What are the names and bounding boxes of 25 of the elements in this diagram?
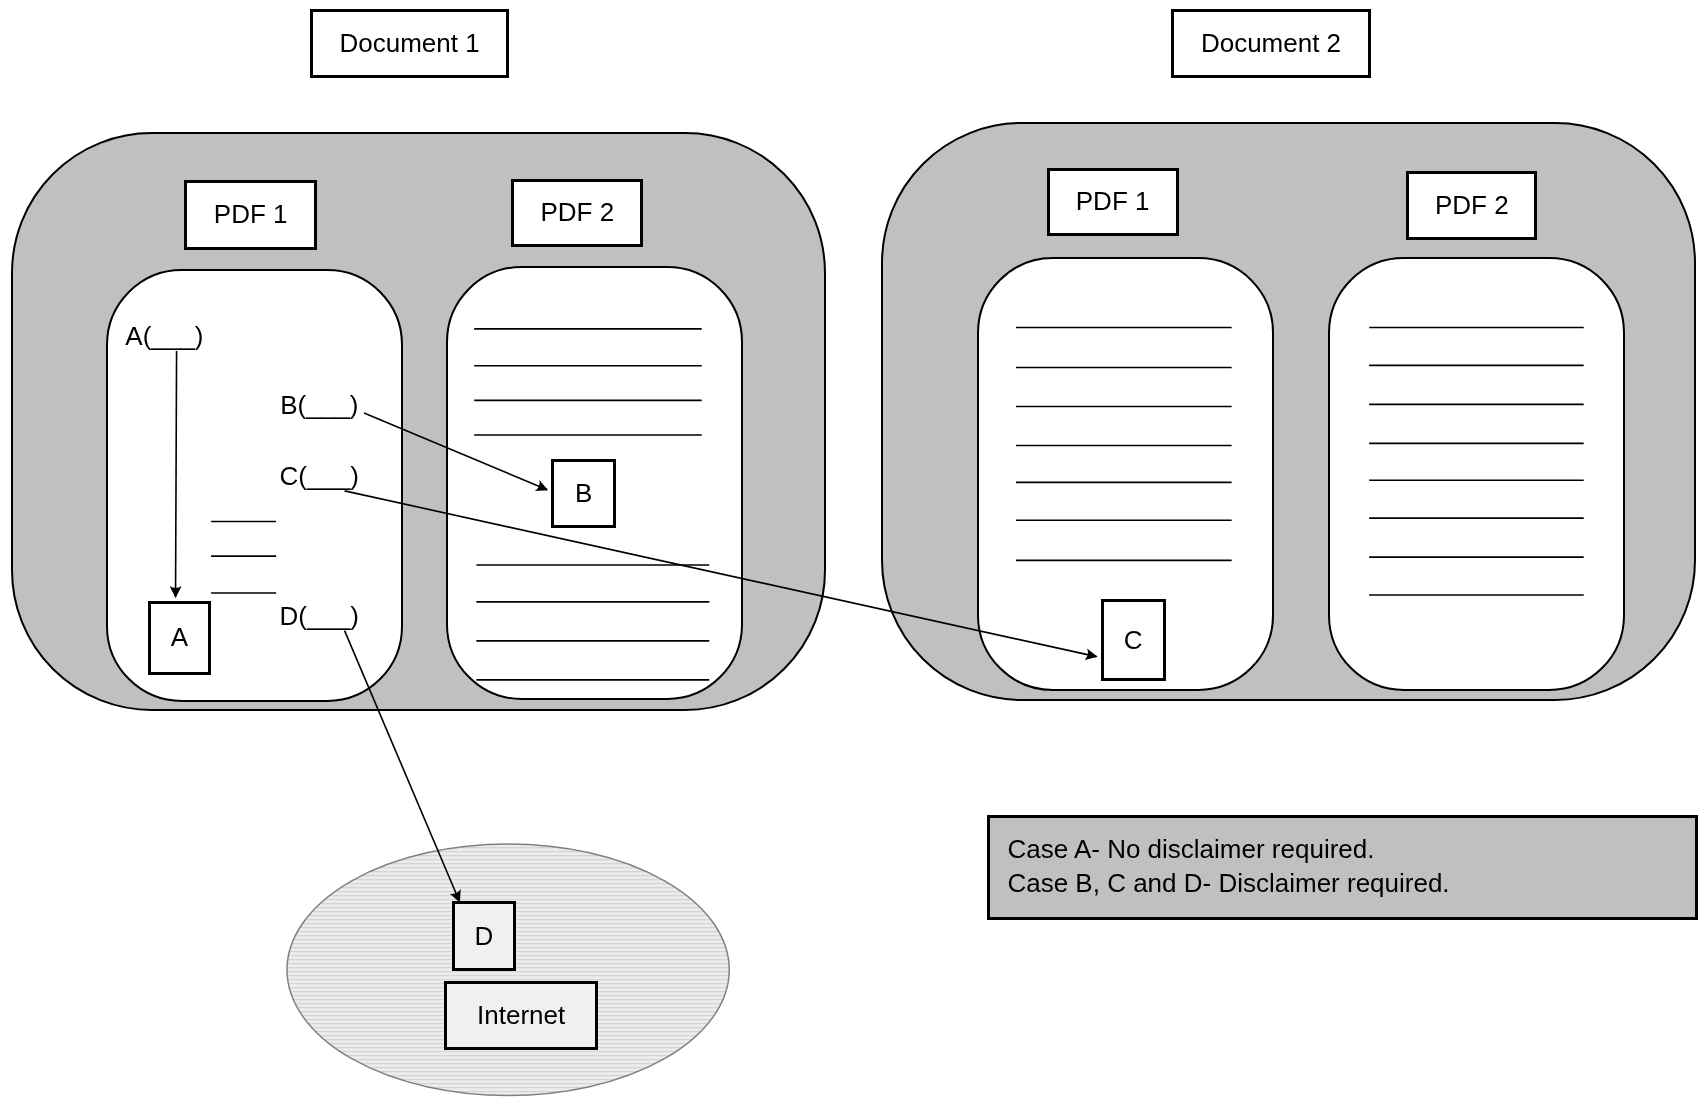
- note-text: Case A- No disclaimer required.: [1007, 832, 1375, 866]
- link-text: A(___): [116, 318, 212, 356]
- page-panel: [1328, 256, 1626, 692]
- link-text: C(___): [270, 458, 369, 495]
- page-panel: [106, 268, 403, 702]
- label-box: Document 1: [309, 8, 510, 78]
- label-box: PDF 2: [511, 178, 644, 247]
- document-panel: [880, 122, 1696, 702]
- label-box: Document 2: [1171, 8, 1371, 78]
- document-panel: [10, 132, 826, 711]
- label-box: B: [551, 459, 617, 529]
- page-panel: [977, 256, 1275, 692]
- label-box: PDF 1: [1046, 167, 1179, 236]
- label-box: PDF 2: [1406, 171, 1538, 241]
- label-box: D: [451, 901, 516, 971]
- label-box: A: [148, 601, 211, 675]
- internet-ellipse: [286, 843, 731, 1097]
- page-panel: [446, 266, 744, 700]
- label-box: Internet: [444, 980, 599, 1050]
- note-panel: [987, 814, 1698, 920]
- link-text: D(___): [270, 597, 369, 635]
- note-text: Case B, C and D- Disclaimer required.: [1007, 866, 1450, 900]
- label-box: PDF 1: [184, 179, 318, 251]
- label-box: C: [1100, 598, 1166, 682]
- link-text: B(___): [270, 387, 369, 425]
